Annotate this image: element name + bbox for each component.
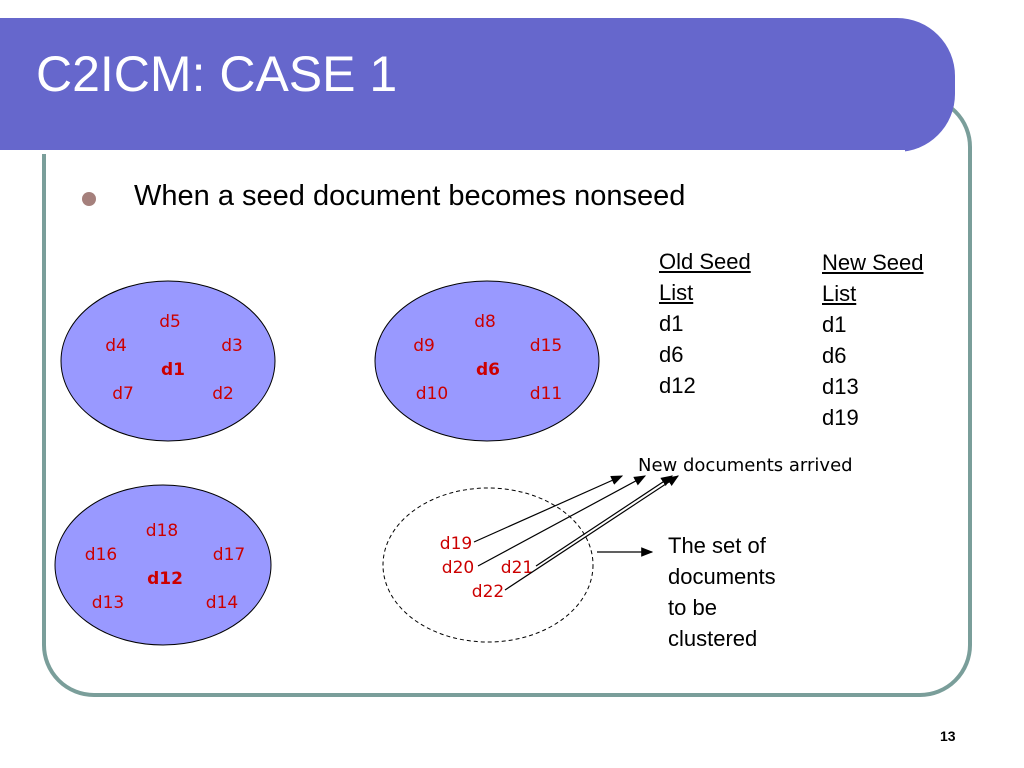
new-seed-item: d6 xyxy=(822,343,847,368)
arrow-d19 xyxy=(473,475,624,543)
doc-label: d9 xyxy=(413,336,435,356)
doc-label: d5 xyxy=(159,312,181,332)
new-doc-label: d22 xyxy=(472,582,504,602)
cluster-d6-ellipse xyxy=(374,280,600,442)
title-bar xyxy=(0,18,955,154)
doc-label: d14 xyxy=(206,593,238,613)
old-seed-list: Old Seed List d1 d6 d12 xyxy=(659,246,751,401)
doc-label: d16 xyxy=(85,545,117,565)
doc-label: d11 xyxy=(530,384,562,404)
doc-label: d10 xyxy=(416,384,448,404)
doc-label: d18 xyxy=(146,521,178,541)
seed-doc-label: d6 xyxy=(476,360,500,380)
old-seed-item: d12 xyxy=(659,373,696,398)
new-seed-list: New Seed List d1 d6 d13 d19 xyxy=(822,247,924,433)
old-seed-list-heading: List xyxy=(659,280,694,305)
doc-label: d7 xyxy=(112,384,134,404)
doc-label: d13 xyxy=(92,593,124,613)
page-number: 13 xyxy=(940,728,956,744)
new-seed-list-heading: List xyxy=(822,281,857,306)
set-label-line: documents xyxy=(668,564,776,589)
cluster-d12: d18 d16 d17 d12 d13 d14 xyxy=(54,484,272,646)
title-underline xyxy=(0,150,905,154)
old-seed-item: d6 xyxy=(659,342,684,367)
arrow-d21 xyxy=(535,475,674,567)
arrow-d22 xyxy=(504,475,680,591)
set-label-line: to be xyxy=(668,595,717,620)
set-label-line: clustered xyxy=(668,626,758,651)
old-seed-item: d1 xyxy=(659,311,684,336)
cluster-d12-ellipse xyxy=(54,484,272,646)
new-doc-label: d20 xyxy=(442,558,474,578)
new-documents-ellipse xyxy=(382,487,594,643)
doc-label: d17 xyxy=(213,545,245,565)
cluster-d1: d5 d4 d3 d1 d7 d2 xyxy=(60,280,276,442)
new-seed-list-heading: New Seed xyxy=(822,250,924,275)
doc-label: d8 xyxy=(474,312,496,332)
new-seed-item: d19 xyxy=(822,405,859,430)
old-seed-list-heading: Old Seed xyxy=(659,249,751,274)
doc-label: d3 xyxy=(221,336,243,356)
new-doc-label: d19 xyxy=(440,534,472,554)
bullet-text: When a seed document becomes nonseed xyxy=(134,180,686,212)
bullet-dot-icon xyxy=(82,192,96,206)
cluster-d6: d8 d9 d15 d6 d10 d11 xyxy=(374,280,600,442)
doc-label: d15 xyxy=(530,336,562,356)
set-label-line: The set of xyxy=(668,533,766,558)
arrow-d20 xyxy=(477,475,647,567)
slide-title: C2ICM: CASE 1 xyxy=(36,46,398,102)
new-documents-set: d19 d20 d21 d22 xyxy=(382,487,594,643)
doc-label: d4 xyxy=(105,336,127,356)
new-seed-item: d13 xyxy=(822,374,859,399)
seed-doc-label: d12 xyxy=(147,569,183,589)
new-doc-label: d21 xyxy=(501,558,533,578)
seed-doc-label: d1 xyxy=(161,360,185,380)
new-documents-arrived-label: New documents arrived xyxy=(638,455,853,476)
set-to-cluster-label: The set of documents to be clustered xyxy=(668,530,828,654)
new-seed-item: d1 xyxy=(822,312,847,337)
cluster-d1-ellipse xyxy=(60,280,276,442)
doc-label: d2 xyxy=(212,384,234,404)
